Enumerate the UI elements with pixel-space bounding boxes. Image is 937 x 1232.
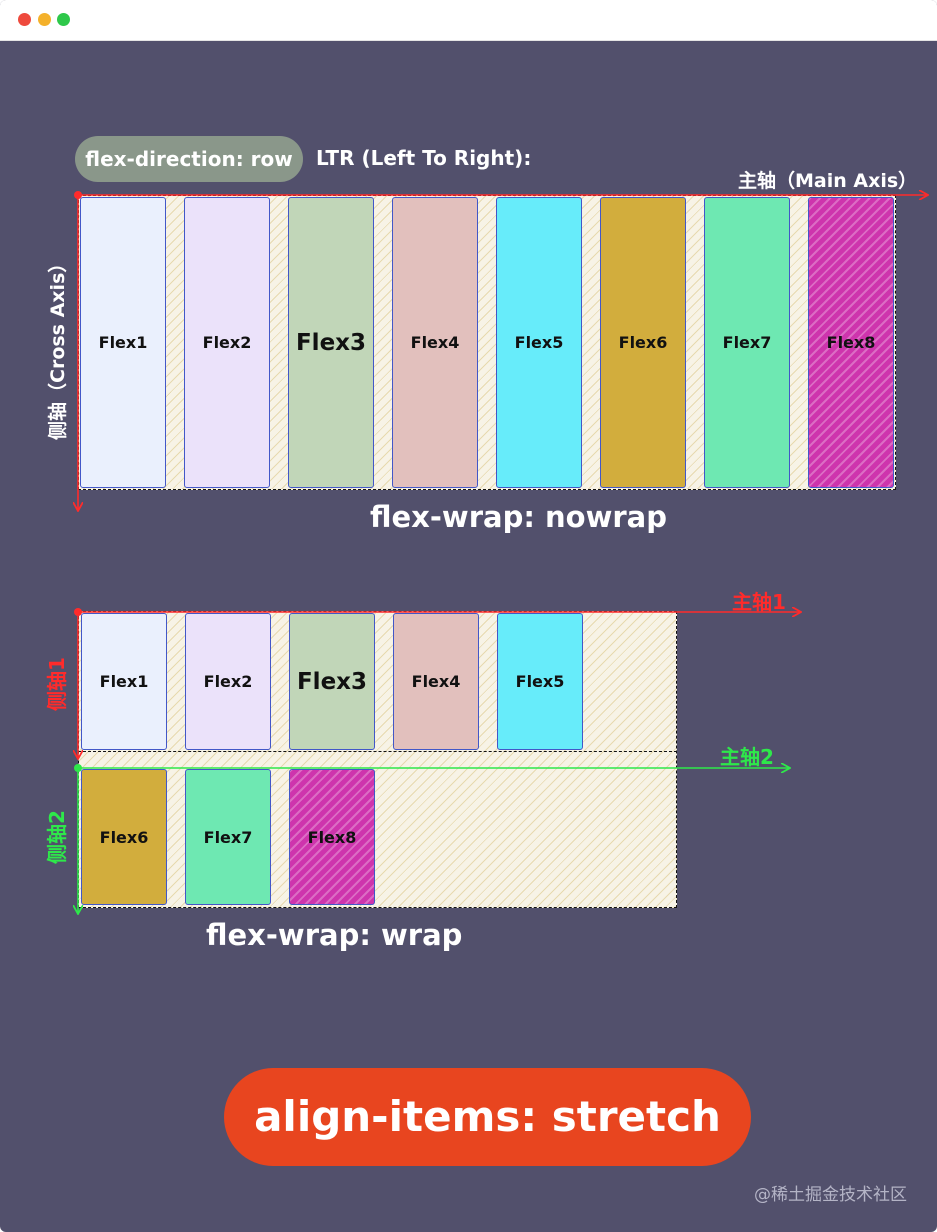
maximize-window-button[interactable] bbox=[57, 13, 70, 26]
wrap-line-divider bbox=[78, 751, 677, 752]
watermark: @稀土掘金技术社区 bbox=[754, 1185, 907, 1205]
wrap-row2-item-flex8: Flex8 bbox=[289, 769, 375, 905]
align-items-banner: align-items: stretch bbox=[224, 1068, 751, 1166]
wrap-caption: flex-wrap: wrap bbox=[206, 918, 463, 952]
ltr-label: LTR (Left To Right): bbox=[316, 146, 532, 170]
wrap-row1-item-flex2: Flex2 bbox=[185, 613, 271, 750]
nowrap-item-flex6: Flex6 bbox=[600, 197, 686, 488]
wrap-row1-item-flex4: Flex4 bbox=[393, 613, 479, 750]
close-window-button[interactable] bbox=[18, 13, 31, 26]
wrap-row2-item-flex6: Flex6 bbox=[81, 769, 167, 905]
main-axis-label: 主轴（Main Axis） bbox=[738, 170, 918, 192]
minimize-window-button[interactable] bbox=[38, 13, 51, 26]
origin-1-dot bbox=[74, 608, 82, 616]
origin-dot bbox=[74, 191, 82, 199]
main-axis-2-label: 主轴2 bbox=[720, 745, 774, 769]
nowrap-item-flex3: Flex3 bbox=[288, 197, 374, 488]
wrap-row1-item-flex5: Flex5 bbox=[497, 613, 583, 750]
nowrap-item-flex7: Flex7 bbox=[704, 197, 790, 488]
wrap-row2-item-flex7: Flex7 bbox=[185, 769, 271, 905]
flex-direction-pill: flex-direction: row bbox=[75, 136, 303, 182]
nowrap-item-flex4: Flex4 bbox=[392, 197, 478, 488]
nowrap-item-flex8: Flex8 bbox=[808, 197, 894, 488]
nowrap-item-flex2: Flex2 bbox=[184, 197, 270, 488]
wrap-row1-item-flex1: Flex1 bbox=[81, 613, 167, 750]
nowrap-item-flex5: Flex5 bbox=[496, 197, 582, 488]
origin-2-dot bbox=[74, 764, 82, 772]
title-bar bbox=[0, 0, 937, 41]
main-axis-1-label: 主轴1 bbox=[732, 590, 786, 614]
wrap-row1-item-flex3: Flex3 bbox=[289, 613, 375, 750]
nowrap-caption: flex-wrap: nowrap bbox=[370, 500, 668, 534]
nowrap-item-flex1: Flex1 bbox=[80, 197, 166, 488]
